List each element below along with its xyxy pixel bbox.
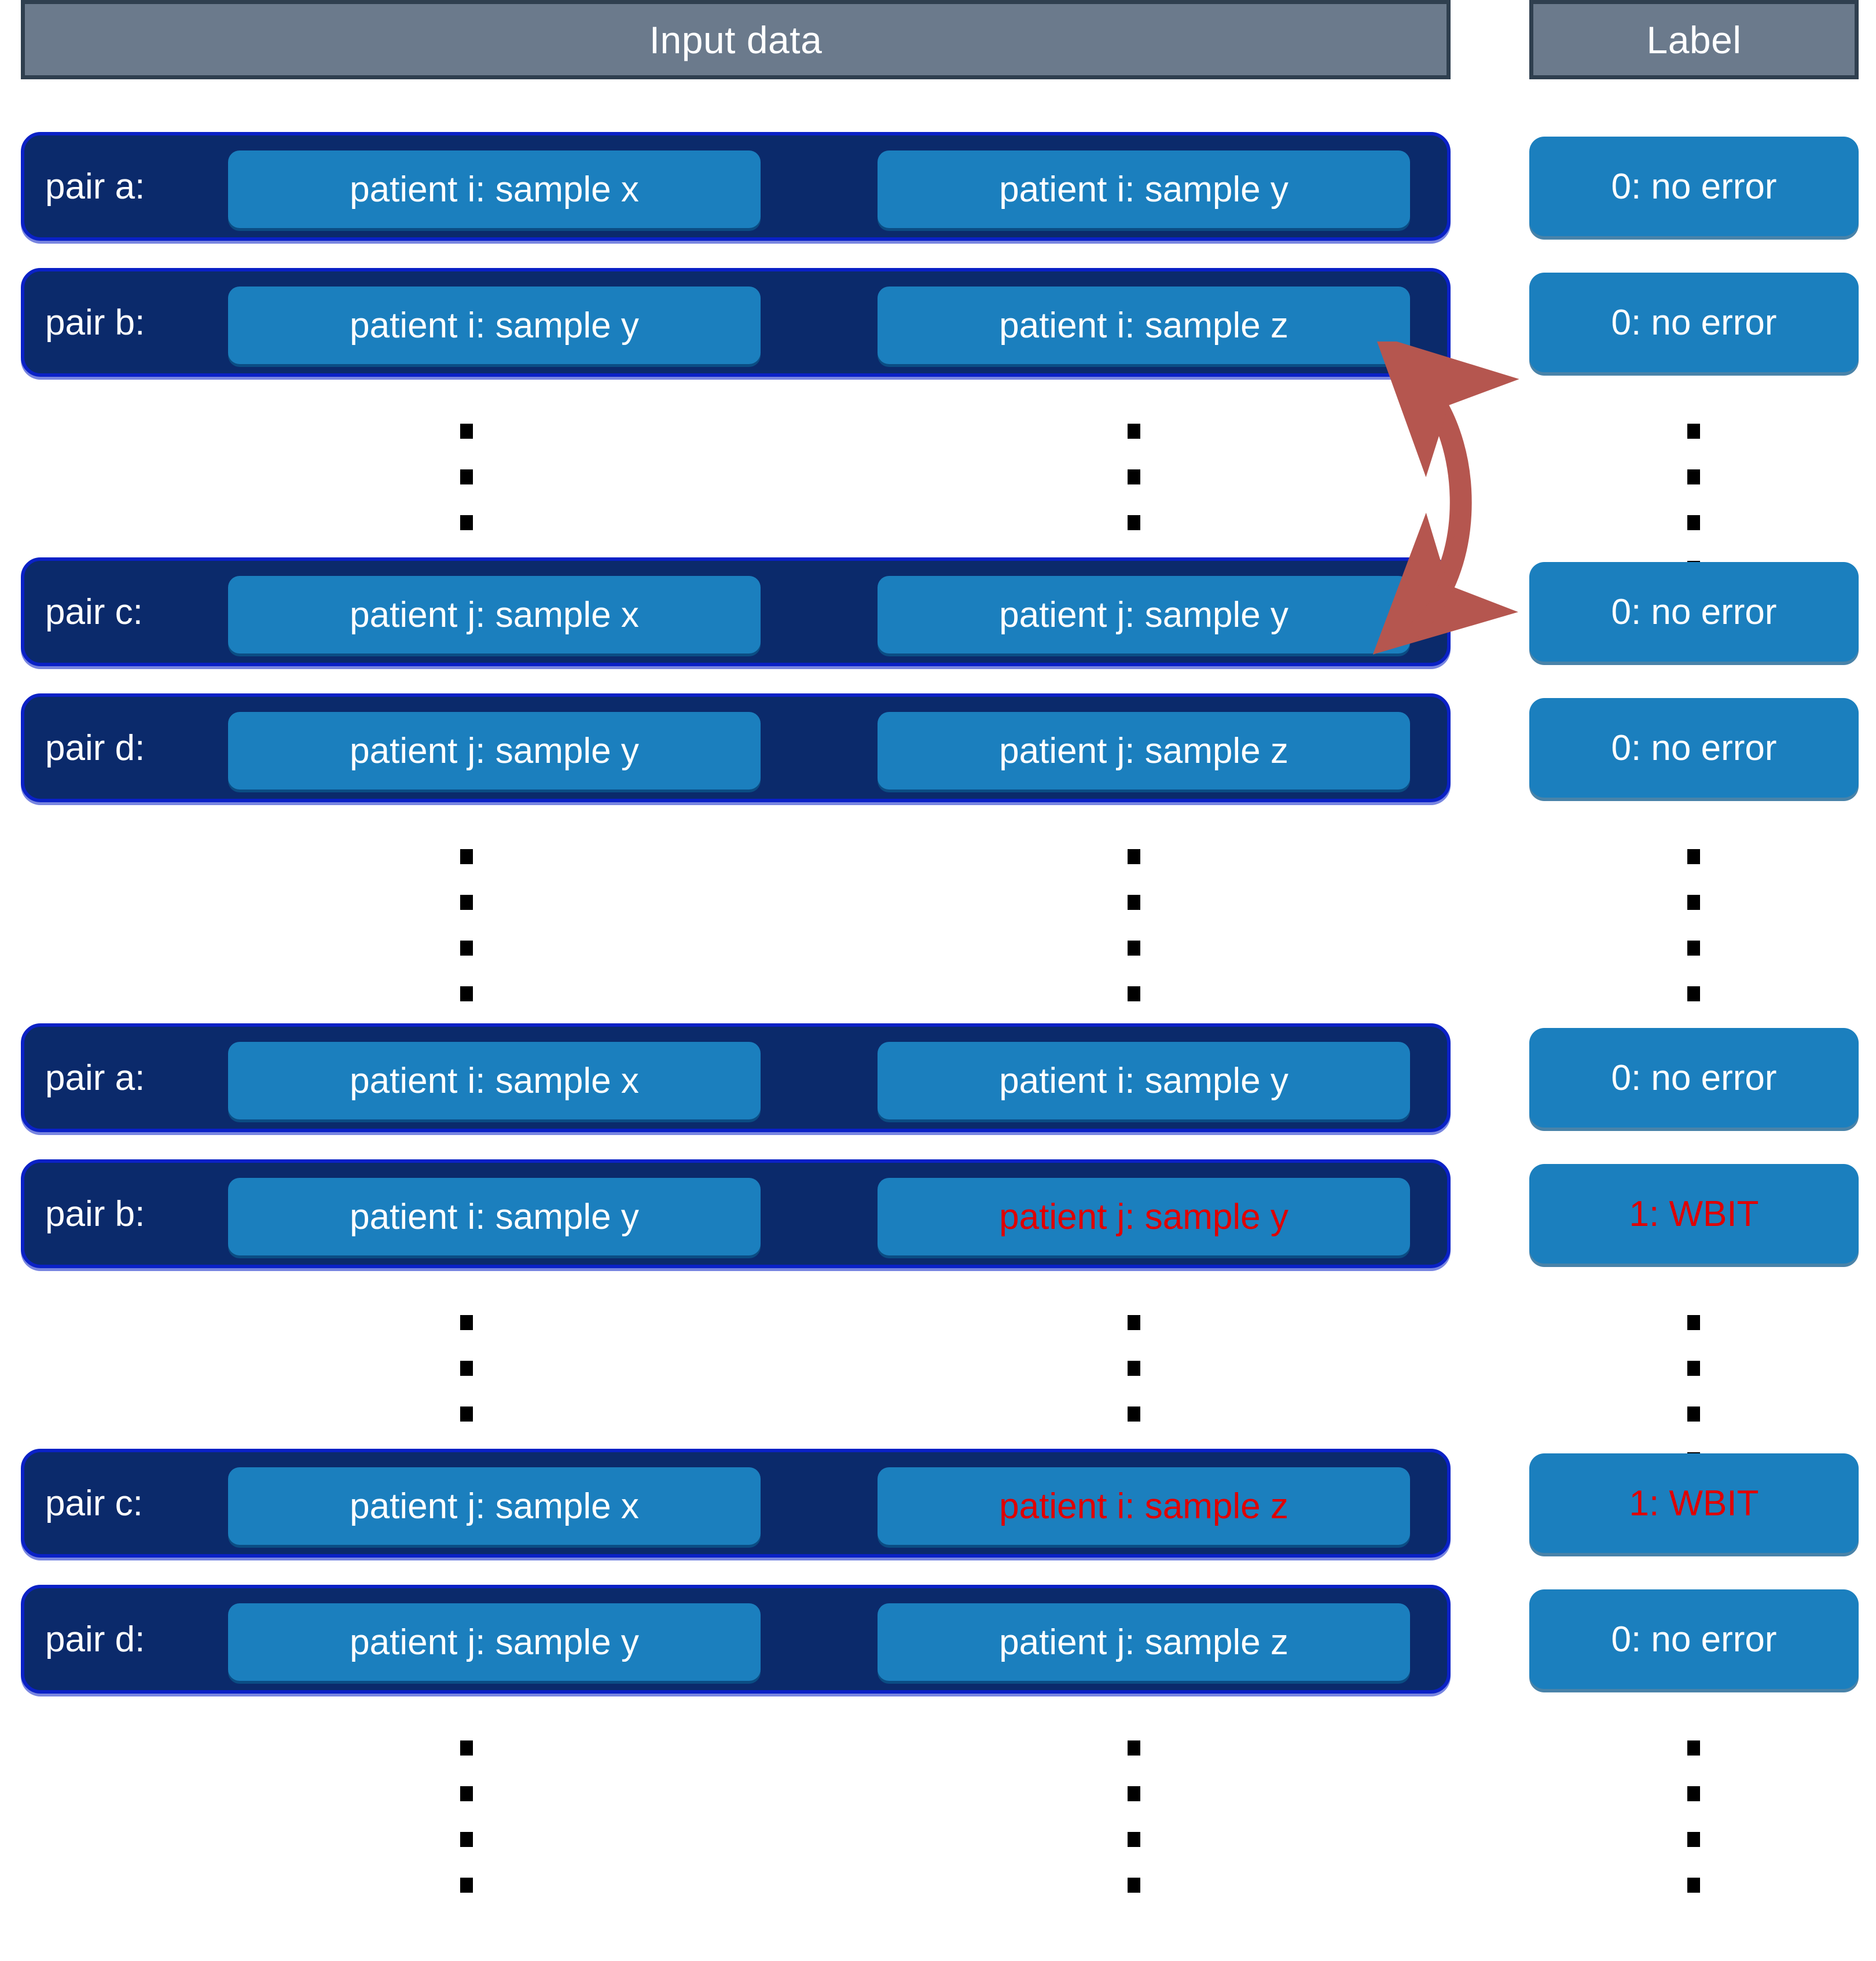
label-chip[interactable]: 0: no error — [1529, 1028, 1859, 1128]
ellipsis-dot — [1687, 1315, 1700, 1330]
pair-row-label: pair a: — [45, 1057, 145, 1098]
ellipsis-dot — [1687, 941, 1700, 956]
ellipsis-input-left — [460, 424, 473, 576]
ellipsis-dot — [460, 895, 473, 910]
label-chip[interactable]: 0: no error — [1529, 698, 1859, 798]
ellipsis-dot — [1128, 895, 1140, 910]
pair-row[interactable]: pair c: patient j: sample x patient j: sam… — [21, 557, 1451, 666]
sample-box-left[interactable]: patient j: sample y — [228, 1603, 761, 1681]
ellipsis-dot — [1687, 1878, 1700, 1893]
ellipsis-dot — [1128, 424, 1140, 439]
ellipsis-input-right — [1128, 424, 1140, 576]
ellipsis-dot — [460, 469, 473, 484]
ellipsis-dot — [460, 1786, 473, 1801]
label-chip[interactable]: 0: no error — [1529, 137, 1859, 236]
label-chip[interactable]: 0: no error — [1529, 273, 1859, 372]
label-chip[interactable]: 0: no error — [1529, 562, 1859, 662]
ellipsis-dot — [1128, 1832, 1140, 1847]
pair-row[interactable]: pair d: patient j: sample y patient j: sam… — [21, 1585, 1451, 1694]
ellipsis-dot — [1687, 1786, 1700, 1801]
ellipsis-dot — [1687, 986, 1700, 1001]
ellipsis-dot — [460, 986, 473, 1001]
ellipsis-dot — [1687, 424, 1700, 439]
ellipsis-dot — [460, 424, 473, 439]
pair-row-label: pair d: — [45, 1619, 145, 1659]
label-chip[interactable]: 1: WBIT — [1529, 1453, 1859, 1553]
ellipsis-dot — [460, 849, 473, 864]
pair-row[interactable]: pair a: patient i: sample x patient i: sam… — [21, 132, 1451, 241]
ellipsis-dot — [1687, 1361, 1700, 1376]
sample-box-left[interactable]: patient i: sample x — [228, 150, 761, 228]
pair-row[interactable]: pair c: patient j: sample x patient i: sam… — [21, 1449, 1451, 1558]
column-header-input-data-text: Input data — [649, 18, 823, 61]
ellipsis-dot — [1128, 1740, 1140, 1756]
ellipsis-dot — [1128, 1878, 1140, 1893]
pair-row[interactable]: pair b: patient i: sample y patient j: sam… — [21, 1159, 1451, 1268]
ellipsis-input-right — [1128, 1315, 1140, 1467]
sample-box-right[interactable]: patient j: sample y — [878, 1178, 1410, 1255]
ellipsis-label — [1687, 424, 1700, 576]
sample-box-left[interactable]: patient i: sample x — [228, 1042, 761, 1119]
pair-row-label: pair a: — [45, 166, 145, 207]
ellipsis-dot — [460, 1407, 473, 1422]
ellipsis-input-left — [460, 1315, 473, 1467]
ellipsis-dot — [460, 515, 473, 530]
pair-row-label: pair c: — [45, 592, 143, 632]
label-chip[interactable]: 0: no error — [1529, 1589, 1859, 1689]
sample-box-right[interactable]: patient i: sample y — [878, 150, 1410, 228]
ellipsis-dot — [1128, 1407, 1140, 1422]
ellipsis-dot — [1128, 1315, 1140, 1330]
ellipsis-dot — [1687, 895, 1700, 910]
ellipsis-dot — [1128, 1361, 1140, 1376]
ellipsis-dot — [460, 1740, 473, 1756]
ellipsis-input-right — [1128, 849, 1140, 1001]
ellipsis-input-left — [460, 849, 473, 1001]
ellipsis-dot — [1128, 1786, 1140, 1801]
sample-box-right[interactable]: patient i: sample z — [878, 287, 1410, 364]
pair-row-label: pair d: — [45, 728, 145, 768]
ellipsis-dot — [1687, 1832, 1700, 1847]
ellipsis-dot — [460, 941, 473, 956]
sample-box-right[interactable]: patient j: sample y — [878, 576, 1410, 653]
ellipsis-dot — [1128, 849, 1140, 864]
ellipsis-label — [1687, 1740, 1700, 1893]
column-header-label-text: Label — [1646, 18, 1742, 61]
column-header-input-data: Input data — [21, 0, 1451, 79]
ellipsis-dot — [1128, 515, 1140, 530]
pair-row-label: pair b: — [45, 302, 145, 343]
ellipsis-dot — [460, 1832, 473, 1847]
ellipsis-dot — [1128, 469, 1140, 484]
sample-box-right[interactable]: patient j: sample z — [878, 1603, 1410, 1681]
ellipsis-dot — [1687, 849, 1700, 864]
ellipsis-input-right — [1128, 1740, 1140, 1893]
label-chip[interactable]: 1: WBIT — [1529, 1164, 1859, 1264]
ellipsis-dot — [1128, 941, 1140, 956]
pair-row[interactable]: pair d: patient j: sample y patient j: sam… — [21, 693, 1451, 802]
sample-box-left[interactable]: patient i: sample y — [228, 287, 761, 364]
sample-box-left[interactable]: patient j: sample x — [228, 1467, 761, 1545]
ellipsis-input-left — [460, 1740, 473, 1893]
sample-box-right[interactable]: patient i: sample z — [878, 1467, 1410, 1545]
column-header-label: Label — [1529, 0, 1859, 79]
sample-box-right[interactable]: patient i: sample y — [878, 1042, 1410, 1119]
ellipsis-label — [1687, 849, 1700, 1001]
ellipsis-dot — [1687, 469, 1700, 484]
ellipsis-dot — [460, 1315, 473, 1330]
ellipsis-dot — [460, 1878, 473, 1893]
sample-box-left[interactable]: patient j: sample y — [228, 712, 761, 789]
ellipsis-label — [1687, 1315, 1700, 1467]
pair-row[interactable]: pair a: patient i: sample x patient i: sam… — [21, 1023, 1451, 1132]
pair-row[interactable]: pair b: patient i: sample y patient i: sam… — [21, 268, 1451, 377]
sample-box-left[interactable]: patient j: sample x — [228, 576, 761, 653]
pair-row-label: pair b: — [45, 1194, 145, 1234]
ellipsis-dot — [1687, 1740, 1700, 1756]
ellipsis-dot — [1687, 515, 1700, 530]
sample-box-left[interactable]: patient i: sample y — [228, 1178, 761, 1255]
ellipsis-dot — [460, 1361, 473, 1376]
pair-row-label: pair c: — [45, 1483, 143, 1523]
sample-box-right[interactable]: patient j: sample z — [878, 712, 1410, 789]
ellipsis-dot — [1128, 986, 1140, 1001]
ellipsis-dot — [1687, 1407, 1700, 1422]
